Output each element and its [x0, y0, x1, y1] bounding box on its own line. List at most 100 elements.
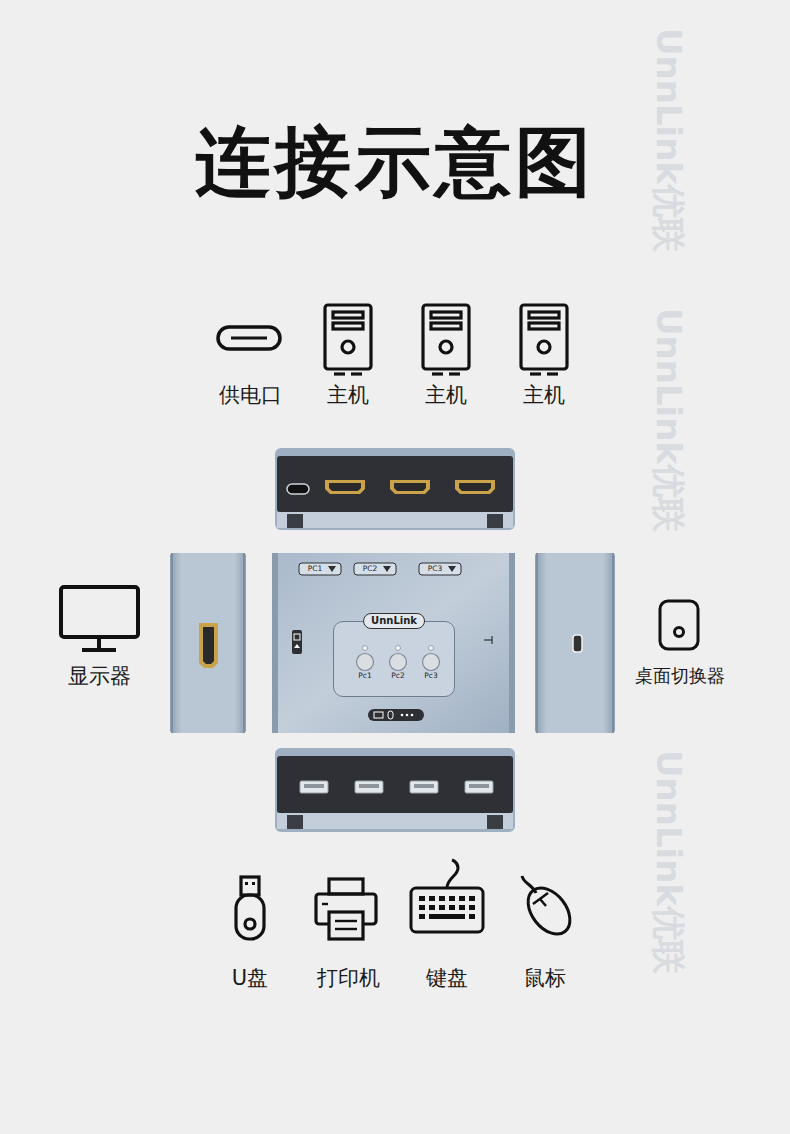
indicator-strip	[411, 714, 414, 717]
device-top-face	[509, 553, 515, 733]
hdmi-port	[394, 483, 426, 491]
usb-port	[414, 784, 434, 788]
led	[363, 646, 368, 651]
usb-drive-icon	[241, 877, 259, 895]
keyboard-icon	[419, 896, 475, 919]
icon-label: 鼠标	[524, 966, 566, 990]
keyboard-icon	[469, 914, 475, 919]
indicator-strip	[401, 714, 404, 717]
port-tab	[419, 563, 461, 575]
indicator-strip	[388, 711, 393, 719]
side-marking	[294, 634, 300, 640]
mouse-icon	[520, 876, 579, 942]
device-top-face	[272, 553, 278, 733]
keyboard-icon	[449, 896, 455, 901]
indicator-strip	[368, 709, 424, 721]
watermark: UnnLink优联	[648, 28, 687, 252]
keyboard-icon	[419, 896, 425, 901]
button-shape	[385, 644, 411, 672]
icon-label: 打印机	[317, 966, 380, 990]
port-tab-label: PC2	[363, 565, 378, 574]
device-front-face	[287, 815, 303, 829]
usb-port	[304, 784, 324, 788]
hdmi-port	[390, 480, 430, 494]
switch-button: Pc2	[383, 644, 413, 680]
keyboard-icon	[429, 905, 435, 910]
host-pc-icon	[325, 305, 371, 374]
device-right-face	[535, 553, 615, 733]
keyboard-icon	[419, 905, 425, 910]
side-marking	[491, 636, 492, 644]
button-shape	[418, 644, 444, 672]
printer-icon	[335, 920, 357, 922]
device-right-face	[612, 553, 614, 733]
device-rear-face	[275, 448, 515, 530]
usb-port	[465, 781, 493, 793]
host-pc-icon	[325, 305, 371, 369]
keyboard-icon	[469, 896, 475, 901]
button-label: Pc1	[350, 672, 380, 680]
host-pc-icon	[334, 372, 345, 375]
usb-c-icon	[218, 327, 280, 349]
button-panel: Pc1Pc2Pc3UnnLink	[333, 621, 455, 697]
host-pc-icon	[333, 312, 363, 318]
host-pc-icon	[342, 341, 354, 353]
monitor-icon	[61, 587, 138, 637]
switch-button: Pc1	[350, 644, 380, 680]
switch-button: Pc3	[416, 644, 446, 680]
button-cap	[423, 654, 440, 671]
led	[429, 646, 434, 651]
brand-logo: UnnLink	[363, 613, 425, 629]
usb-port	[355, 781, 383, 793]
tab-arrow	[383, 566, 391, 572]
tab-arrow	[448, 566, 456, 572]
device-front-face	[487, 815, 503, 829]
device-top-face	[272, 553, 515, 733]
usb-port	[469, 784, 489, 788]
icon-label: 主机	[425, 383, 467, 407]
desk-switch-icon	[675, 628, 684, 637]
hdmi-port	[455, 480, 495, 494]
usb-port	[300, 781, 493, 793]
mouse-icon	[533, 893, 548, 904]
indicator-strip	[368, 709, 424, 721]
device-rear-face	[277, 456, 513, 512]
keyboard-icon	[469, 905, 475, 910]
port-tab	[299, 563, 461, 575]
port-tab	[354, 563, 396, 575]
hdmi-port	[329, 483, 361, 491]
indicator-strip	[374, 712, 383, 718]
device-front-face	[275, 748, 515, 832]
keyboard-icon	[429, 914, 465, 919]
led	[396, 646, 401, 651]
hdmi-port	[325, 480, 365, 494]
icon-label: 主机	[523, 383, 565, 407]
tab-arrow	[328, 566, 336, 572]
desk-switch-icon	[660, 601, 698, 649]
device-right-face	[535, 553, 615, 733]
button-cap	[390, 654, 407, 671]
usb-drive-icon	[245, 882, 248, 885]
side-marking	[294, 644, 300, 648]
icon-label: U盘	[232, 966, 268, 990]
keyboard-icon	[459, 905, 465, 910]
watermark: UnnLink优联	[648, 750, 687, 974]
keyboard-icon	[429, 896, 435, 901]
host-pc-icon	[351, 372, 362, 375]
icon-label: 供电口	[219, 383, 282, 407]
host-pc-icon	[521, 305, 567, 374]
printer-icon	[322, 903, 328, 905]
device-left-face	[170, 553, 246, 733]
mouse-icon	[540, 899, 546, 906]
device-front-face	[277, 813, 513, 829]
mouse-icon	[520, 880, 579, 942]
device-top-face	[272, 553, 515, 733]
device-rear-face	[287, 484, 309, 494]
hdmi-port	[325, 480, 495, 494]
port-tab	[299, 563, 341, 575]
keyboard-icon	[419, 914, 425, 919]
device-left-face	[199, 623, 218, 668]
usb-drive-icon	[245, 919, 255, 929]
printer-icon	[335, 928, 357, 930]
